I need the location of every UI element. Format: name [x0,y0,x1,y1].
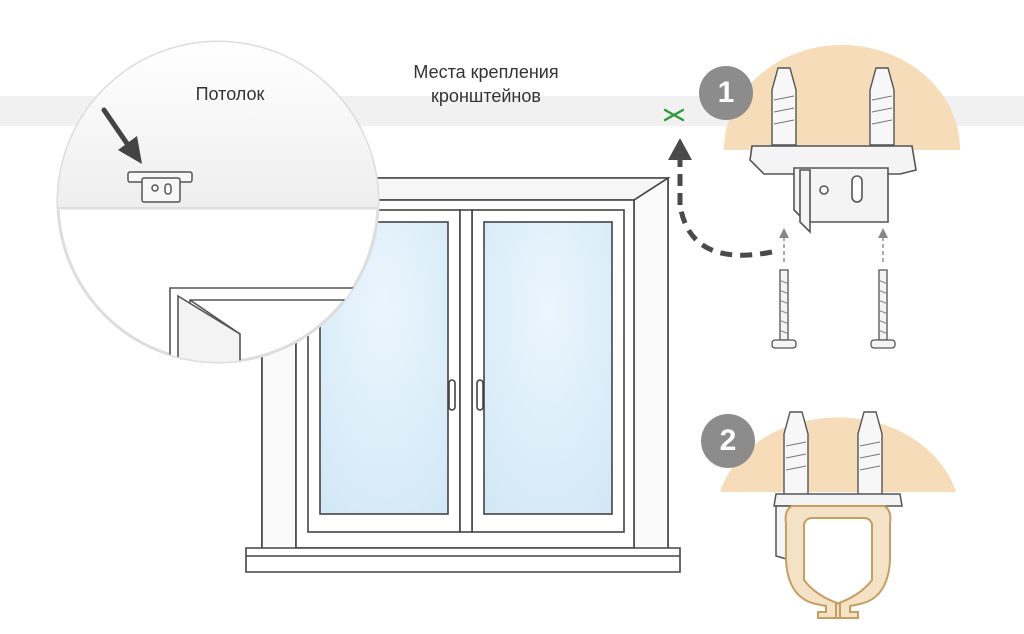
bracket [749,145,917,234]
magnifier-arrow [101,107,142,164]
window-sill [245,547,681,573]
right-glass [483,221,613,515]
step-2-badge: 2 [701,414,755,468]
mounting-points-label-line2: кронштейнов [431,86,541,106]
window-slope-right [633,176,669,572]
mounting-points-label: Места крепления кронштейнов [366,60,606,108]
left-handle [448,379,456,411]
step-1-illustration [724,45,960,349]
curved-dashed-arrow [677,204,773,258]
window-mullion [459,209,473,533]
rail-profile [784,505,892,619]
step-1-badge: 1 [699,66,753,120]
mount-point-mark [663,108,685,122]
magnifier [56,40,380,364]
dowel-left [771,67,797,146]
step-2-ceiling-arc [720,417,956,492]
left-glass [319,221,449,515]
mount-point-arrow [668,138,692,205]
mounting-points-label-line1: Места крепления [413,62,559,82]
ceiling-label: Потолок [195,84,265,104]
dowel-right [869,67,895,146]
magnifier-bracket [127,171,193,203]
right-handle [476,379,484,411]
step-2-illustration [720,411,956,619]
